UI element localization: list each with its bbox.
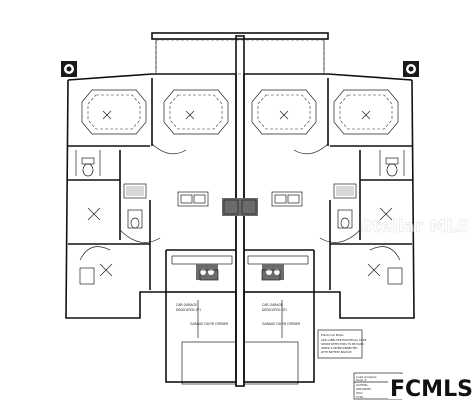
stellar-mls-watermark: Stellar MLS [360, 217, 469, 237]
load-row-3: HVAC [356, 392, 363, 395]
bedroom-top-right [333, 89, 399, 135]
interior-walls-left [68, 78, 236, 292]
load-subtitle: Panel 'A' [356, 378, 367, 382]
fan-left-mid [87, 207, 101, 221]
bath-right [333, 157, 399, 229]
rear-patio [151, 32, 329, 75]
load-row-4: TOTAL [356, 396, 364, 399]
note-line-4: WIRED & INTERCONNECTED [321, 346, 357, 350]
interior-walls-right [244, 78, 412, 292]
bedroom-top-left [81, 89, 147, 135]
garage-right-label-1: CAR GARAGE [262, 303, 283, 307]
garage-left-label-2: DEDICATED GFI [176, 308, 201, 312]
fan-right-mid [379, 207, 393, 221]
ac-pad-left [61, 61, 77, 77]
wiring-right [293, 143, 401, 261]
bath-left [81, 157, 147, 229]
bedroom-top-center-right [251, 89, 317, 135]
wiring-left [79, 143, 187, 261]
note-line-2: ADD LABEL PER ELECTRICAL CODE [321, 338, 367, 342]
fan-right-low [367, 263, 403, 285]
garage-right-label-2: DEDICATED GFI [262, 308, 287, 312]
fan-left-low [79, 263, 113, 285]
kitchen-right [247, 191, 309, 280]
exterior-walls [65, 35, 415, 387]
center-utility [222, 198, 258, 216]
electrical-note-box: Electrical Note: ADD LABEL PER ELECTRICA… [317, 329, 367, 359]
note-line-1: Electrical Note: [321, 333, 344, 337]
garage-right: CAR GARAGE DEDICATED GFI GARAGE DOOR OPE… [243, 269, 315, 385]
load-row-1: LIGHTING [356, 384, 368, 387]
note-line-5: WITH BATTERY BACKUP [321, 350, 352, 354]
garage-left: CAR GARAGE DEDICATED GFI GARAGE DOOR OPE… [165, 269, 237, 385]
bedroom-top-center-left [163, 89, 229, 135]
garage-left-label-1: CAR GARAGE [176, 303, 197, 307]
ac-pad-right [403, 61, 419, 77]
garage-left-label-3: GARAGE DOOR OPENER [190, 322, 229, 326]
fcmls-logo-text: FCMLS [390, 377, 473, 401]
garage-right-label-3: GARAGE DOOR OPENER [262, 322, 301, 326]
load-row-2: APPLIANCES [356, 388, 371, 391]
kitchen-left [171, 191, 233, 280]
note-line-3: SMOKE DETECTORS TO BE HARD [321, 342, 364, 346]
load-title: Load Analysis [356, 375, 377, 379]
fcmls-logo: FCMLS [388, 374, 473, 401]
